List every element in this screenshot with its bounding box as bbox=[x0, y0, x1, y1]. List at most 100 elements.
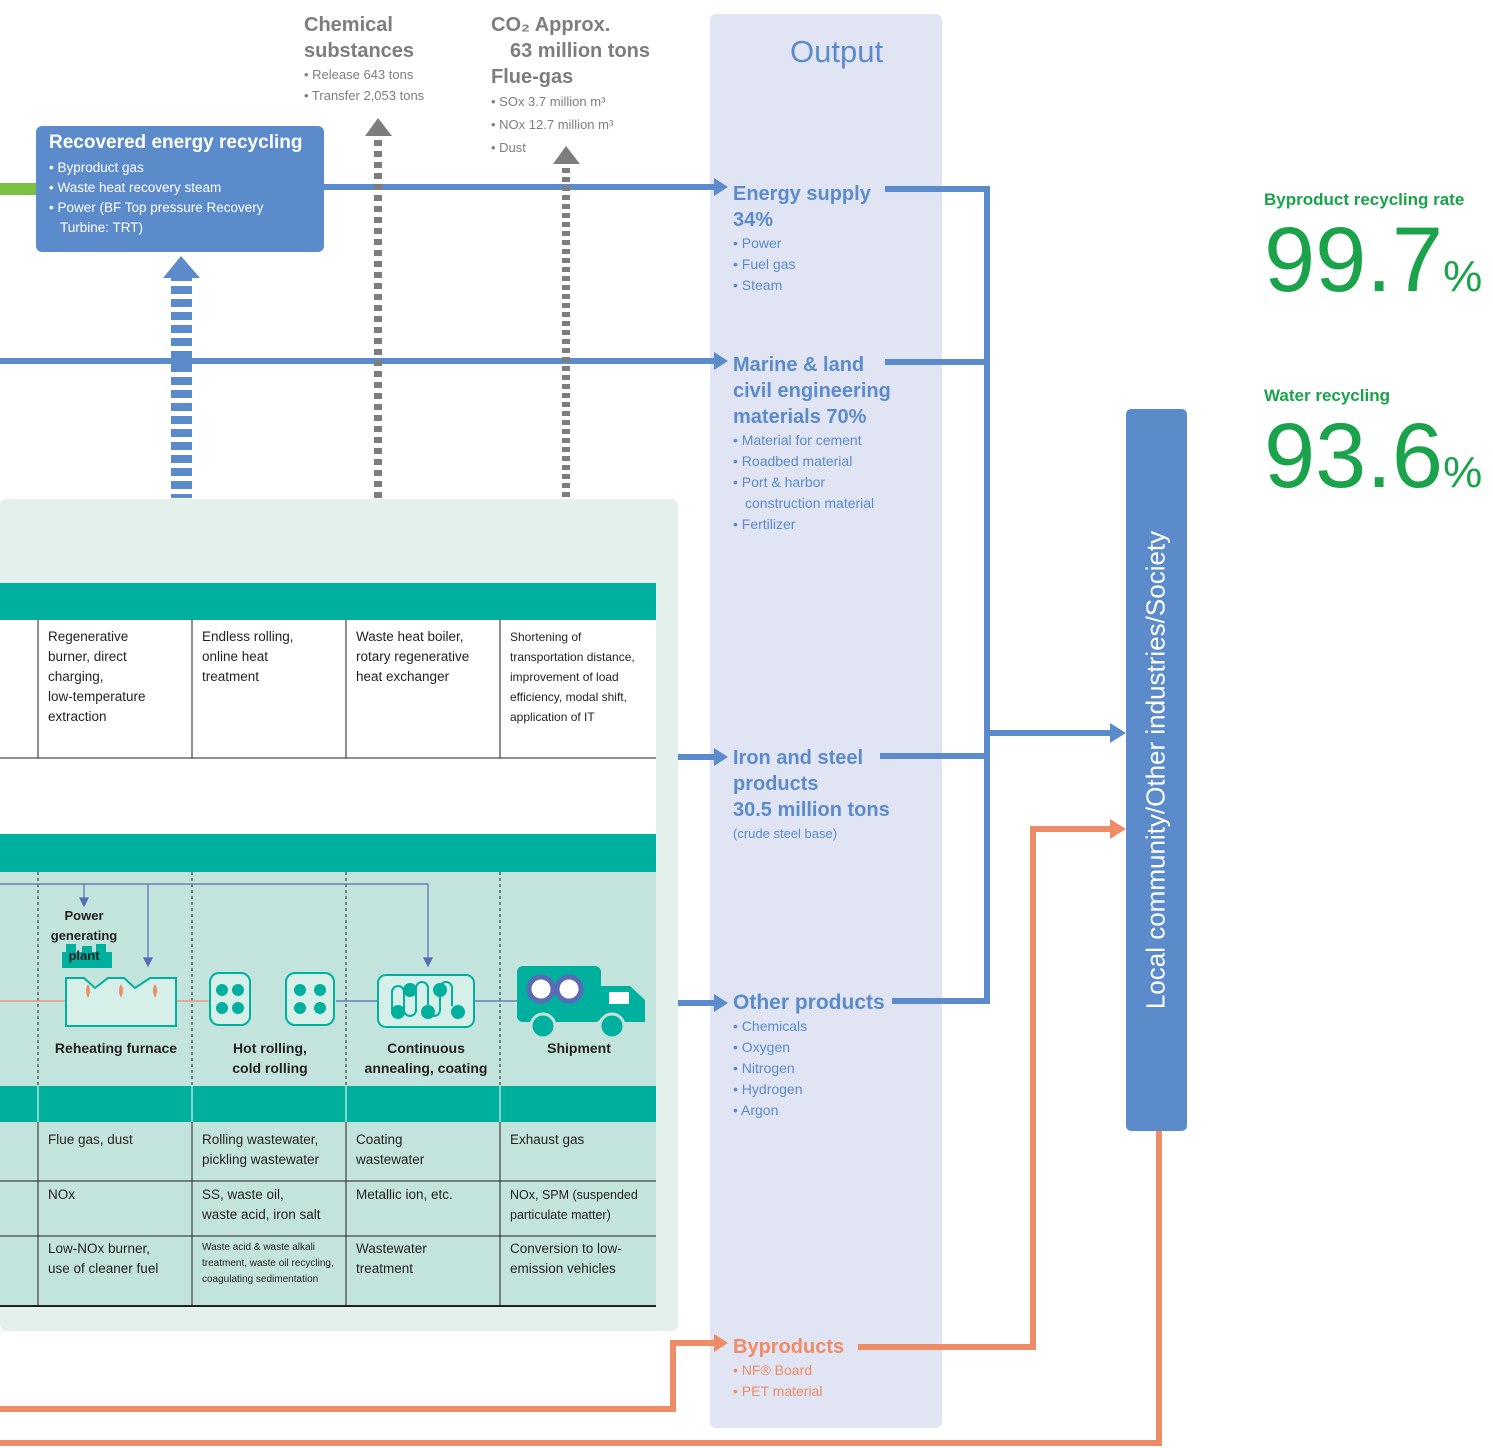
water-rate-value: 93.6% bbox=[1264, 410, 1482, 519]
water-rate-label: Water recycling bbox=[1264, 386, 1390, 405]
mid-white-bg bbox=[0, 758, 656, 834]
byproduct-rate-label: Byproduct recycling rate bbox=[1264, 190, 1465, 209]
other-products-list: • Chemicals • Oxygen • Nitrogen • Hydrog… bbox=[733, 1016, 885, 1121]
chemical-item: • Release 643 tons bbox=[304, 67, 414, 82]
co2-title: CO₂ Approx. bbox=[491, 14, 611, 36]
byproducts-list: • NF® Board • PET material bbox=[733, 1360, 844, 1402]
reheating-label: Reheating furnace bbox=[54, 1040, 178, 1056]
countermeasure-cell: Conversion to low- emission vehicles bbox=[510, 1241, 622, 1276]
marine-item: • Port & harbor bbox=[733, 474, 826, 490]
marine-block: Marine & land civil engineering material… bbox=[733, 352, 891, 535]
recovered-item: • Power (BF Top pressure Recovery bbox=[49, 200, 264, 215]
other-item: • Nitrogen bbox=[733, 1060, 795, 1076]
other-products-block: Other products • Chemicals • Oxygen • Ni… bbox=[733, 990, 885, 1121]
byproduct-rate-value: 99.7% bbox=[1264, 214, 1482, 323]
flue-item: • NOx 12.7 million m³ bbox=[491, 117, 614, 132]
substance-cell: Metallic ion, etc. bbox=[356, 1187, 453, 1202]
countermeasure-cell: Waste acid & waste alkali treatment, was… bbox=[202, 1242, 334, 1285]
chemical-title-2: substances bbox=[304, 40, 415, 62]
iron-title-1: Iron and steel bbox=[733, 747, 864, 769]
marine-item: construction material bbox=[745, 495, 875, 511]
byproduct-item: • NF® Board bbox=[733, 1362, 813, 1378]
recovered-title: Recovered energy recycling bbox=[49, 132, 303, 153]
steel-line bbox=[678, 754, 716, 760]
energy-item: • Steam bbox=[733, 277, 783, 293]
teal-bar-mid bbox=[0, 834, 656, 872]
countermeasure-cell: Low-NOx burner, use of cleaner fuel bbox=[48, 1241, 159, 1276]
recovered-item: • Waste heat recovery steam bbox=[49, 180, 222, 195]
teal-bar-bottom bbox=[0, 1086, 656, 1122]
community-bar: Local community/Other industries/Society bbox=[1126, 409, 1187, 1131]
energy-supply-block: Energy supply 34% • Power • Fuel gas • S… bbox=[733, 181, 871, 296]
annealing-label: Continuous annealing, coating bbox=[364, 1040, 488, 1076]
byproduct-rate-number: 99.7 bbox=[1264, 209, 1444, 311]
other-item: • Hydrogen bbox=[733, 1081, 803, 1097]
flue-gas-list: • SOx 3.7 million m³ • NOx 12.7 million … bbox=[491, 90, 650, 159]
chemical-item: • Transfer 2,053 tons bbox=[304, 88, 425, 103]
bottom-rows-bg bbox=[0, 1122, 656, 1306]
steel-arrowhead bbox=[714, 748, 728, 766]
community-label: Local community/Other industries/Society bbox=[1140, 530, 1171, 1010]
recovered-list: • Byproduct gas • Waste heat recovery st… bbox=[36, 158, 324, 238]
marine-title-1: Marine & land bbox=[733, 354, 865, 376]
other-item: • Chemicals bbox=[733, 1018, 808, 1034]
other-line bbox=[678, 1000, 716, 1006]
truck-icon bbox=[517, 966, 645, 1040]
substance-cell: NOx, SPM (suspended particulate matter) bbox=[510, 1188, 638, 1222]
recovered-energy-box: Recovered energy recycling • Byproduct g… bbox=[36, 126, 324, 252]
energy-supply-list: • Power • Fuel gas • Steam bbox=[733, 233, 871, 296]
other-item: • Argon bbox=[733, 1102, 779, 1118]
chemical-substances-block: Chemical substances • Release 643 tons •… bbox=[304, 12, 424, 106]
chemical-title-1: Chemical bbox=[304, 14, 393, 36]
marine-item: • Material for cement bbox=[733, 432, 862, 448]
community-connector bbox=[880, 186, 1126, 1004]
marine-title-3: materials 70% bbox=[733, 406, 867, 428]
byproducts-block: Byproducts • NF® Board • PET material bbox=[733, 1334, 844, 1402]
annealing-line-icon bbox=[377, 974, 475, 1028]
emission-cell: Exhaust gas bbox=[510, 1132, 585, 1147]
marine-item: • Roadbed material bbox=[733, 453, 853, 469]
byproducts-title: Byproducts bbox=[733, 1336, 845, 1358]
iron-steel-block: Iron and steel products 30.5 million ton… bbox=[733, 745, 890, 844]
iron-title-2: products bbox=[733, 773, 819, 795]
measure-cell: Shortening of transportation distance, i… bbox=[510, 630, 635, 724]
marine-title-2: civil engineering bbox=[733, 380, 891, 402]
energy-item: • Fuel gas bbox=[733, 256, 796, 272]
chemical-dashed-arrow bbox=[365, 118, 392, 498]
emission-cell: Flue gas, dust bbox=[48, 1132, 133, 1147]
teal-bar-top bbox=[0, 583, 656, 620]
iron-title-3: 30.5 million tons bbox=[733, 799, 890, 821]
other-products-title: Other products bbox=[733, 991, 885, 1014]
output-panel bbox=[710, 14, 942, 1428]
marine-line bbox=[0, 358, 716, 364]
energy-supply-pct: 34% bbox=[733, 209, 774, 231]
byproduct-connector bbox=[0, 819, 1162, 1446]
rolling-mill-icon bbox=[209, 972, 335, 1026]
substance-cell: NOx bbox=[48, 1187, 75, 1202]
flue-gas-title: Flue-gas bbox=[491, 66, 574, 88]
emission-cell: Coating wastewater bbox=[356, 1132, 425, 1167]
flue-item: • SOx 3.7 million m³ bbox=[491, 94, 606, 109]
substance-cell: SS, waste oil, waste acid, iron salt bbox=[202, 1187, 321, 1222]
flue-item: • Dust bbox=[491, 140, 526, 155]
other-item: • Oxygen bbox=[733, 1039, 791, 1055]
byproduct-rate-block: Byproduct recycling rate 99.7% bbox=[1264, 190, 1482, 323]
water-rate-number: 93.6 bbox=[1264, 405, 1444, 507]
chemical-list: • Release 643 tons • Transfer 2,053 tons bbox=[304, 64, 424, 106]
flue-dashed-arrow bbox=[553, 146, 580, 498]
other-arrowhead bbox=[714, 994, 728, 1012]
byproduct-item: • PET material bbox=[733, 1383, 823, 1399]
reheating-furnace-icon bbox=[65, 977, 177, 1027]
energy-arrowhead bbox=[714, 178, 728, 196]
water-rate-unit: % bbox=[1443, 448, 1483, 497]
co2-block: CO₂ Approx. 63 million tons Flue-gas • S… bbox=[491, 12, 650, 159]
shipment-label: Shipment bbox=[547, 1040, 611, 1056]
energy-item: • Power bbox=[733, 235, 782, 251]
recovery-dashed-arrow bbox=[163, 256, 200, 498]
rolling-label: Hot rolling, cold rolling bbox=[232, 1040, 308, 1076]
measure-cell: Endless rolling, online heat treatment bbox=[202, 629, 294, 684]
green-input-line bbox=[0, 183, 37, 195]
water-rate-block: Water recycling 93.6% bbox=[1264, 386, 1482, 519]
byproduct-rate-unit: % bbox=[1443, 252, 1483, 301]
